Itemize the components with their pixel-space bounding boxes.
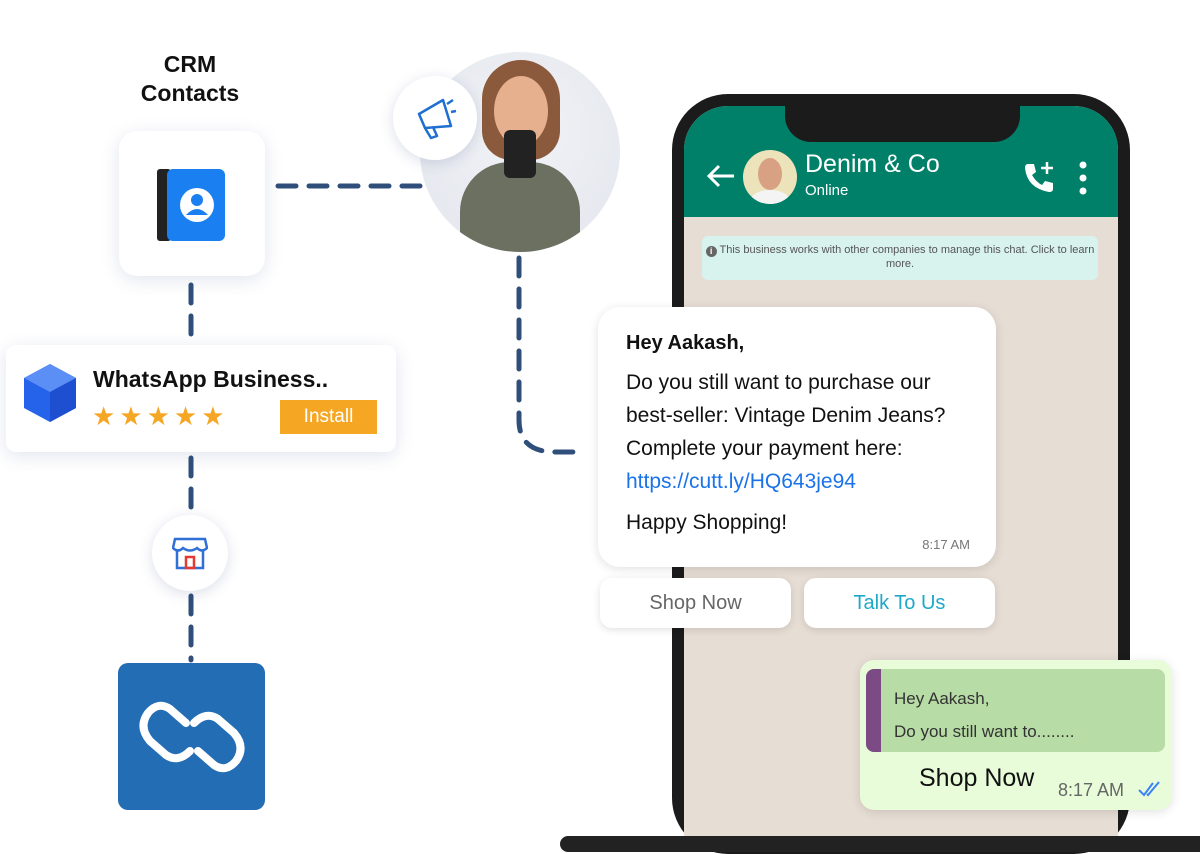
crm-title-line1: CRM <box>163 51 217 77</box>
message-line-1: Do you still want to purchase our <box>626 371 931 394</box>
message-greeting: Hey Aakash, <box>626 332 745 354</box>
message-line-3: Complete your payment here: <box>626 437 903 460</box>
double-check-icon <box>1138 781 1160 797</box>
quote-bar <box>866 669 881 752</box>
business-notice[interactable]: i This business works with other compani… <box>702 236 1098 280</box>
reply-time: 8:17 AM <box>1058 780 1125 800</box>
talk-to-us-button[interactable]: Talk To Us <box>804 578 995 628</box>
message-time: 8:17 AM <box>922 537 970 552</box>
quoted-message[interactable]: Hey Aakash, Do you still want to........ <box>866 669 1165 752</box>
message-bubble: Hey Aakash, Do you still want to purchas… <box>598 307 996 567</box>
megaphone-icon <box>417 98 457 140</box>
contact-name: Denim & Co <box>805 150 940 178</box>
reply-text: Shop Now <box>919 764 1035 792</box>
crm-contacts-title: CRM Contacts <box>90 50 290 108</box>
quote-line-1: Hey Aakash, <box>894 689 990 708</box>
contact-avatar[interactable] <box>743 150 797 204</box>
cube-icon <box>24 364 76 422</box>
phone-base-bar <box>560 836 1200 852</box>
contact-status: Online <box>805 182 849 199</box>
crm-contacts-card[interactable] <box>119 131 265 276</box>
megaphone-badge <box>393 76 477 160</box>
quote-line-2: Do you still want to........ <box>894 722 1075 741</box>
add-call-icon[interactable] <box>1022 160 1056 194</box>
zoho-logo-icon <box>139 701 245 773</box>
message-line-2: best-seller: Vintage Denim Jeans? <box>626 404 946 427</box>
install-button[interactable]: Install <box>280 400 377 434</box>
crm-title-line2: Contacts <box>140 80 240 106</box>
zoho-logo <box>118 663 265 810</box>
back-arrow-icon[interactable] <box>706 164 736 188</box>
info-icon: i <box>705 246 717 257</box>
reply-bubble: Hey Aakash, Do you still want to........… <box>860 660 1172 810</box>
message-closing: Happy Shopping! <box>626 511 788 534</box>
rating-stars: ★★★★★ <box>92 401 229 431</box>
customer-photo <box>420 52 620 252</box>
notice-text: This business works with other companies… <box>719 244 1095 270</box>
phone-notch <box>785 106 1020 142</box>
shop-now-button[interactable]: Shop Now <box>600 578 791 628</box>
store-icon-badge <box>152 515 228 591</box>
payment-link[interactable]: https://cutt.ly/HQ643je94 <box>626 470 856 493</box>
store-icon <box>172 537 208 570</box>
more-options-icon[interactable] <box>1078 160 1088 196</box>
contact-book-icon <box>157 169 225 241</box>
app-name: WhatsApp Business.. <box>93 366 329 392</box>
